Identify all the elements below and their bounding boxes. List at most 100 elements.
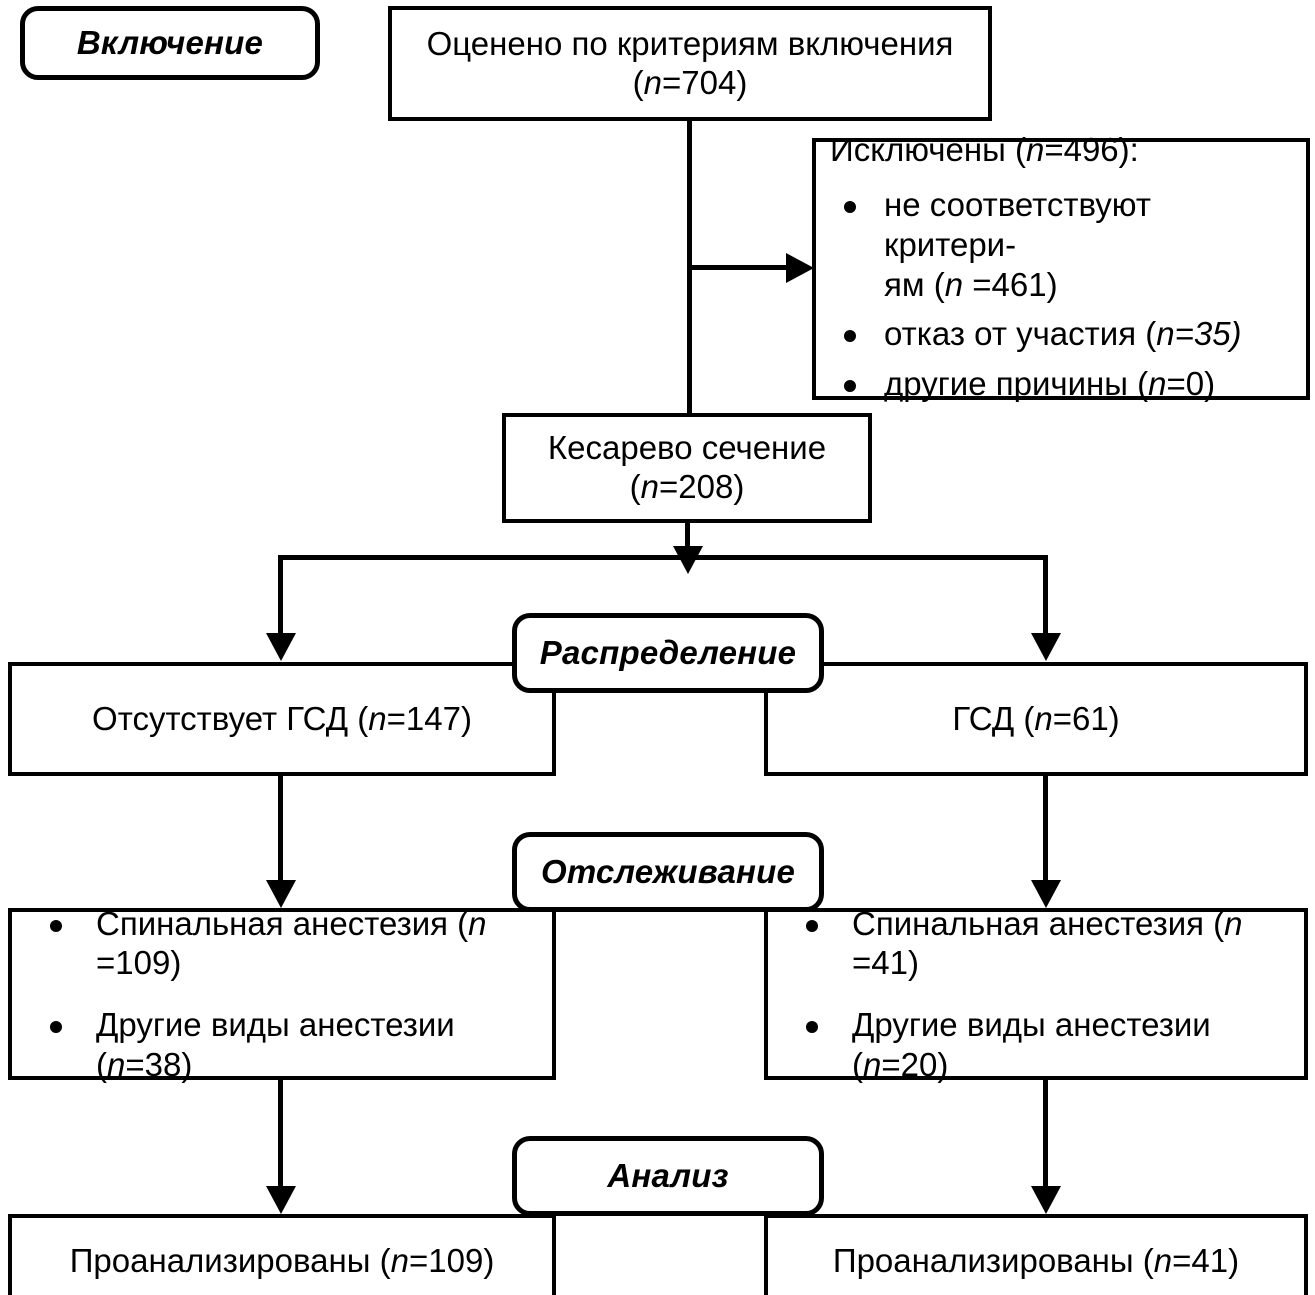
- stage-label-enrollment: Включение: [20, 6, 320, 80]
- connector-to-excluded: [687, 265, 786, 270]
- reason-text-cont: ям (: [884, 265, 945, 303]
- arrow-down-icon-allocation-left: [266, 633, 296, 661]
- excluded-title-prefix: Исключены (: [830, 130, 1026, 168]
- followup-item-label: Другие виды анестезии (: [96, 1006, 455, 1083]
- connector-followup-right-to-analysis: [1043, 1080, 1048, 1192]
- arrow-down-icon-followup-right: [1031, 880, 1061, 908]
- n-symbol: n: [390, 1242, 409, 1280]
- arrow-down-icon-analysis-right: [1031, 1186, 1061, 1214]
- connector-allocation-left-to-followup: [278, 776, 283, 886]
- bullet-icon: [844, 201, 856, 214]
- n-symbol: n: [468, 904, 487, 942]
- followup-item-label: Спинальная анестезия (: [852, 904, 1225, 942]
- reason-text: не соответствуют критери-: [884, 186, 1151, 264]
- connector-cesarean-stem: [685, 523, 690, 548]
- n-value: =38): [125, 1045, 193, 1083]
- allocation-left-label: Отсутствует ГСД (: [92, 699, 369, 737]
- arrow-down-icon-followup-left: [266, 880, 296, 908]
- stage-label-allocation: Распределение: [512, 613, 824, 693]
- connector-split-right: [1043, 555, 1048, 635]
- node-cesarean-line2: (n=208): [548, 468, 826, 507]
- stage-label-enrollment-text: Включение: [76, 24, 264, 61]
- connector-split-bar: [278, 555, 1048, 560]
- n-symbol: n: [1156, 315, 1175, 353]
- n-value: =208): [659, 468, 745, 505]
- list-item: Спинальная анестезия (n =109): [34, 904, 530, 983]
- n-value: =147): [386, 699, 472, 737]
- list-item: Другие виды анестезии (n=20): [790, 1005, 1282, 1084]
- analysis-left-label: Проанализированы (: [69, 1242, 391, 1280]
- n-value: =0): [1166, 364, 1216, 402]
- allocation-right-label: ГСД (: [952, 699, 1035, 737]
- n-symbol: n: [1224, 904, 1243, 942]
- node-assessed-line2: (n=704): [427, 64, 954, 103]
- n-symbol: n: [944, 265, 964, 303]
- node-excluded-reason-list: не соответствуют критери- ям (n =461) от…: [830, 185, 1292, 403]
- n-symbol: n: [107, 1045, 126, 1083]
- node-followup-gdm: Спинальная анестезия (n =41) Другие виды…: [764, 905, 1308, 1083]
- bullet-icon: [844, 330, 856, 343]
- stage-label-allocation-text: Распределение: [539, 634, 797, 671]
- reason-text: отказ от участия (: [884, 315, 1157, 353]
- paren-open: (: [629, 468, 641, 505]
- arrow-down-icon-cesarean-split: [673, 546, 703, 574]
- list-item: Другие виды анестезии (n=38): [34, 1005, 530, 1084]
- n-value: =61): [1052, 699, 1120, 737]
- n-symbol: n: [863, 1045, 882, 1083]
- n-value: =109): [408, 1242, 495, 1280]
- arrow-down-icon-analysis-left: [266, 1186, 296, 1214]
- node-analysed-left-text: Проанализированы (n=109): [70, 1242, 495, 1281]
- stage-label-followup-text: Отслеживание: [540, 853, 796, 890]
- followup-item-label: Спинальная анестезия (: [96, 904, 469, 942]
- list-item: Спинальная анестезия (n =41): [790, 904, 1282, 983]
- analysis-right-label: Проанализированы (: [832, 1242, 1154, 1280]
- reason-text: другие причины (: [884, 364, 1149, 402]
- n-symbol: n: [368, 699, 387, 737]
- excluded-title-suffix: =496):: [1044, 130, 1139, 168]
- stage-label-analysis-text: Анализ: [607, 1157, 729, 1194]
- n-symbol: n: [1034, 699, 1053, 737]
- node-cesarean-line1: Кесарево сечение: [547, 429, 827, 467]
- node-excluded: Исключены (n=496): не соответствуют крит…: [812, 131, 1310, 403]
- node-assessed-for-eligibility: Оценено по критериям включения (n=704): [388, 6, 992, 121]
- n-value: =20): [881, 1045, 949, 1083]
- bullet-icon: [844, 379, 856, 392]
- node-allocation-gdm-text: ГСД (n=61): [952, 700, 1119, 739]
- node-assessed-line1: Оценено по критериям включения: [426, 24, 954, 62]
- arrow-right-icon-excluded: [786, 253, 814, 283]
- list-item: отказ от участия (n=35): [830, 314, 1292, 354]
- node-followup-right-list: Спинальная анестезия (n =41) Другие виды…: [790, 904, 1282, 1084]
- node-analysed-right-text: Проанализированы (n=41): [833, 1242, 1239, 1281]
- node-excluded-title: Исключены (n=496):: [830, 131, 1292, 170]
- node-analysed-no-gdm: Проанализированы (n=109): [8, 1214, 556, 1295]
- node-followup-left-list: Спинальная анестезия (n =109) Другие вид…: [34, 904, 530, 1084]
- stage-label-followup: Отслеживание: [512, 832, 824, 912]
- node-allocation-no-gdm: Отсутствует ГСД (n=147): [8, 662, 556, 776]
- paren-open: (: [632, 63, 644, 101]
- connector-allocation-right-to-followup: [1043, 776, 1048, 886]
- node-analysed-gdm: Проанализированы (n=41): [764, 1214, 1308, 1295]
- list-item: другие причины (n=0): [830, 364, 1292, 404]
- bullet-icon: [806, 1021, 818, 1033]
- node-followup-no-gdm: Спинальная анестезия (n =109) Другие вид…: [8, 905, 556, 1083]
- node-allocation-no-gdm-text: Отсутствует ГСД (n=147): [92, 700, 472, 739]
- n-symbol: n: [643, 63, 662, 101]
- n-value: =461): [963, 265, 1058, 303]
- stage-label-analysis: Анализ: [512, 1136, 824, 1216]
- node-cesarean-section: Кесарево сечение (n=208): [502, 413, 872, 523]
- n-symbol: n: [640, 468, 659, 505]
- node-allocation-gdm: ГСД (n=61): [764, 662, 1308, 776]
- bullet-icon: [806, 919, 818, 932]
- n-value: =41): [852, 944, 919, 982]
- followup-item-label: Другие виды анестезии (: [852, 1006, 1211, 1083]
- list-item: не соответствуют критери- ям (n =461): [830, 185, 1292, 304]
- n-symbol: n: [1025, 130, 1045, 168]
- n-symbol: n: [1153, 1242, 1173, 1280]
- n-value: =35): [1174, 315, 1242, 353]
- bullet-icon: [50, 1021, 62, 1033]
- n-symbol: n: [1148, 364, 1167, 402]
- connector-split-left: [278, 555, 283, 635]
- n-value: =41): [1172, 1242, 1240, 1280]
- n-value: =704): [662, 63, 748, 101]
